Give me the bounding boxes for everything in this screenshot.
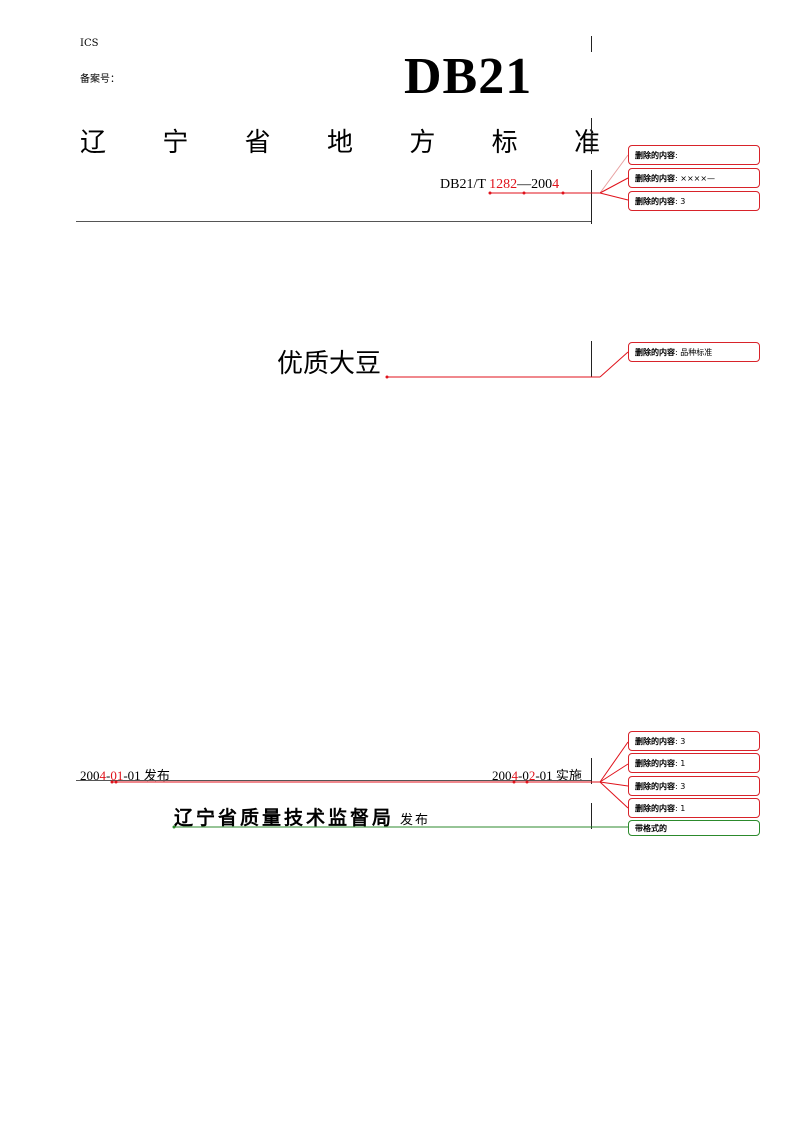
- db-code: DB21: [404, 48, 533, 105]
- publish-label: 发布: [400, 813, 431, 828]
- title-char: 方: [409, 128, 436, 158]
- comment-text: : 3: [675, 782, 686, 791]
- effective-date-part: -01 实施: [535, 768, 582, 783]
- formatting-comment[interactable]: 带格式的: [628, 820, 760, 836]
- footer-divider: [76, 780, 591, 781]
- comment-text: : 3: [675, 737, 686, 746]
- comment-label: 删除的内容: [635, 804, 675, 813]
- issuing-authority: 辽宁省质量技术监督局发布: [174, 803, 430, 830]
- revision-comment[interactable]: 删除的内容:: [628, 145, 760, 165]
- comment-label: 删除的内容: [635, 151, 675, 160]
- effective-date-part: 200: [492, 768, 512, 783]
- revision-comment[interactable]: 删除的内容: 3: [628, 731, 760, 751]
- margin-bar: [591, 118, 592, 154]
- issue-date-part: -: [106, 768, 111, 783]
- title-char: 准: [573, 128, 600, 158]
- ics-label: ICS: [80, 38, 99, 49]
- effective-date-insert: 2: [528, 768, 536, 783]
- revision-comment[interactable]: 删除的内容: 3: [628, 776, 760, 796]
- comment-label: 删除的内容: [635, 759, 675, 768]
- title-char: 宁: [162, 128, 189, 158]
- std-dash: —200: [517, 177, 553, 192]
- margin-bar: [591, 758, 592, 784]
- revision-comment[interactable]: 删除的内容: 1: [628, 753, 760, 773]
- issue-date: 2004-01-01 发布: [80, 765, 170, 784]
- comment-label: 删除的内容: [635, 782, 675, 791]
- comment-text: : 1: [675, 804, 686, 813]
- issuer-name: 辽宁省质量技术监督局: [174, 807, 395, 829]
- comment-label: 删除的内容: [635, 737, 675, 746]
- revision-comment[interactable]: 删除的内容: 3: [628, 191, 760, 211]
- title-char: 省: [244, 128, 271, 158]
- standard-category-title: 辽 宁 省 地 方 标 准: [80, 122, 600, 159]
- title-char: 辽: [80, 128, 107, 158]
- issue-date-part: 200: [80, 768, 100, 783]
- comment-text: :: [675, 151, 678, 160]
- effective-date: 2004-02-01 实施: [492, 765, 582, 784]
- effective-date-insert: 4: [511, 768, 519, 783]
- margin-bar: [591, 36, 592, 52]
- comment-text: : ××××—: [675, 174, 716, 183]
- standard-number: DB21/T 1282—2004: [440, 177, 559, 193]
- issue-date-part: -01 发布: [123, 768, 170, 783]
- header-divider: [76, 221, 591, 222]
- comment-label: 删除的内容: [635, 197, 675, 206]
- comment-text: : 1: [675, 759, 686, 768]
- margin-bar: [591, 170, 592, 224]
- issue-date-insert: 01: [110, 768, 124, 783]
- margin-bar: [591, 803, 592, 829]
- comment-label: 带格式的: [635, 824, 667, 833]
- revision-comment[interactable]: 删除的内容: ××××—: [628, 168, 760, 188]
- margin-bar: [591, 341, 592, 377]
- std-year-insert: 4: [552, 177, 560, 192]
- std-prefix: DB21/T: [440, 177, 490, 192]
- issue-date-insert: 4: [99, 768, 107, 783]
- revision-comment[interactable]: 删除的内容: 品种标准: [628, 342, 760, 362]
- std-number-insert: 1282: [489, 177, 518, 192]
- revision-comment[interactable]: 删除的内容: 1: [628, 798, 760, 818]
- comment-label: 删除的内容: [635, 174, 675, 183]
- effective-date-part: -0: [518, 768, 529, 783]
- title-char: 地: [326, 128, 353, 158]
- record-number-label: 备案号：: [80, 74, 120, 85]
- comment-text: : 品种标准: [675, 348, 713, 357]
- title-char: 标: [491, 128, 518, 158]
- comment-text: : 3: [675, 197, 686, 206]
- comment-label: 删除的内容: [635, 348, 675, 357]
- document-title: 优质大豆: [277, 349, 382, 379]
